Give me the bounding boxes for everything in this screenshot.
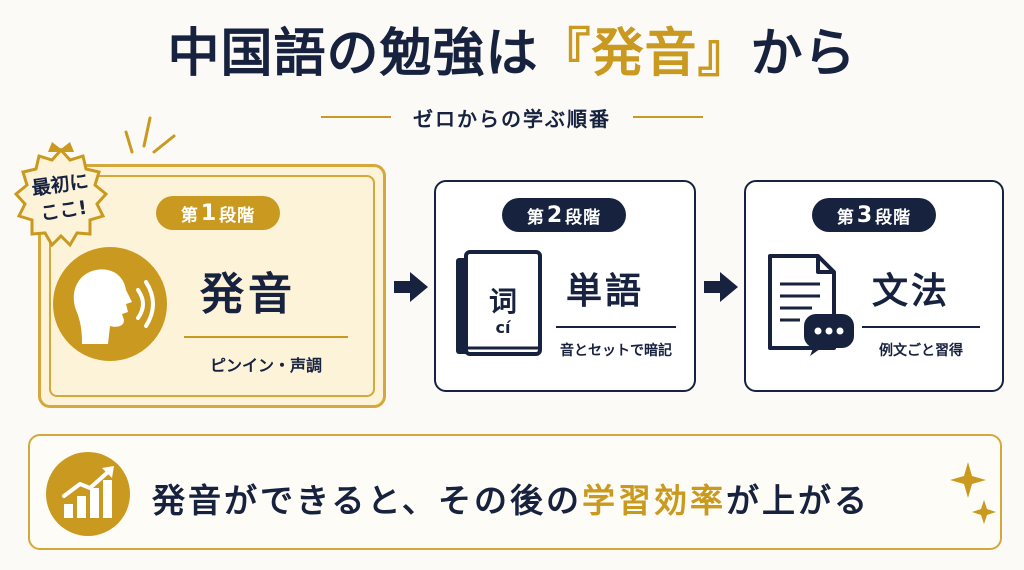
first-here-badge bbox=[13, 142, 109, 248]
bottom-part2: が上がる bbox=[726, 481, 871, 520]
step-3-word: 文法 bbox=[872, 271, 951, 312]
bottom-banner: 発音ができると、その後の学習効率が上がる bbox=[28, 434, 1002, 550]
sparkle-lines-icon bbox=[124, 116, 176, 154]
subtitle-rule-left bbox=[321, 116, 391, 118]
step-3-divider bbox=[862, 326, 980, 328]
stage-number: 3 bbox=[856, 202, 874, 228]
bottom-accent: 学習効率 bbox=[582, 481, 727, 520]
step-1-caption: ピンイン・声調 bbox=[209, 356, 322, 375]
title-part2: から bbox=[750, 24, 857, 84]
page-title: 中国語の勉強は『発音』から bbox=[0, 22, 1024, 86]
bottom-message: 発音ができると、その後の学習効率が上がる bbox=[152, 474, 870, 522]
speaking-head-icon bbox=[53, 247, 167, 361]
book-pinyin: cí bbox=[495, 318, 511, 337]
step-3-caption: 例文ごと習得 bbox=[879, 343, 963, 359]
stage-prefix: 第 bbox=[180, 205, 199, 226]
document-chat-icon bbox=[768, 254, 854, 356]
stage-prefix: 第 bbox=[836, 207, 855, 228]
book-icon: 词 cí bbox=[452, 248, 544, 358]
subtitle-rule-right bbox=[633, 116, 703, 118]
title-accent: 『発音』 bbox=[538, 24, 751, 84]
stage-suffix: 段階 bbox=[565, 207, 602, 228]
bottom-part1: 発音ができると、その後の bbox=[152, 481, 583, 520]
arrow-right-icon bbox=[394, 272, 428, 302]
step-2-word: 単語 bbox=[566, 271, 645, 312]
step-1-divider bbox=[184, 336, 348, 338]
sparkle-icon bbox=[950, 462, 996, 524]
subtitle-row: ゼロからの学ぶ順番 bbox=[0, 102, 1024, 132]
title-part1: 中国語の勉強は bbox=[167, 24, 539, 84]
book-character: 词 bbox=[488, 285, 517, 318]
growth-chart-icon bbox=[46, 452, 130, 536]
badge-text: 最初に ここ! bbox=[27, 168, 98, 228]
step-2-divider bbox=[556, 326, 676, 328]
stage-prefix: 第 bbox=[526, 207, 545, 228]
stage-suffix: 段階 bbox=[219, 205, 256, 226]
step-2-caption: 音とセットで暗記 bbox=[560, 343, 672, 359]
stage-number: 1 bbox=[200, 200, 218, 226]
step-1-word: 発音 bbox=[200, 269, 296, 320]
stage-number: 2 bbox=[546, 202, 564, 228]
stage-suffix: 段階 bbox=[875, 207, 912, 228]
crown-icon bbox=[48, 142, 74, 152]
step-card-1-inner-border bbox=[49, 175, 375, 397]
subtitle: ゼロからの学ぶ順番 bbox=[413, 106, 611, 131]
arrow-right-icon bbox=[704, 272, 738, 302]
